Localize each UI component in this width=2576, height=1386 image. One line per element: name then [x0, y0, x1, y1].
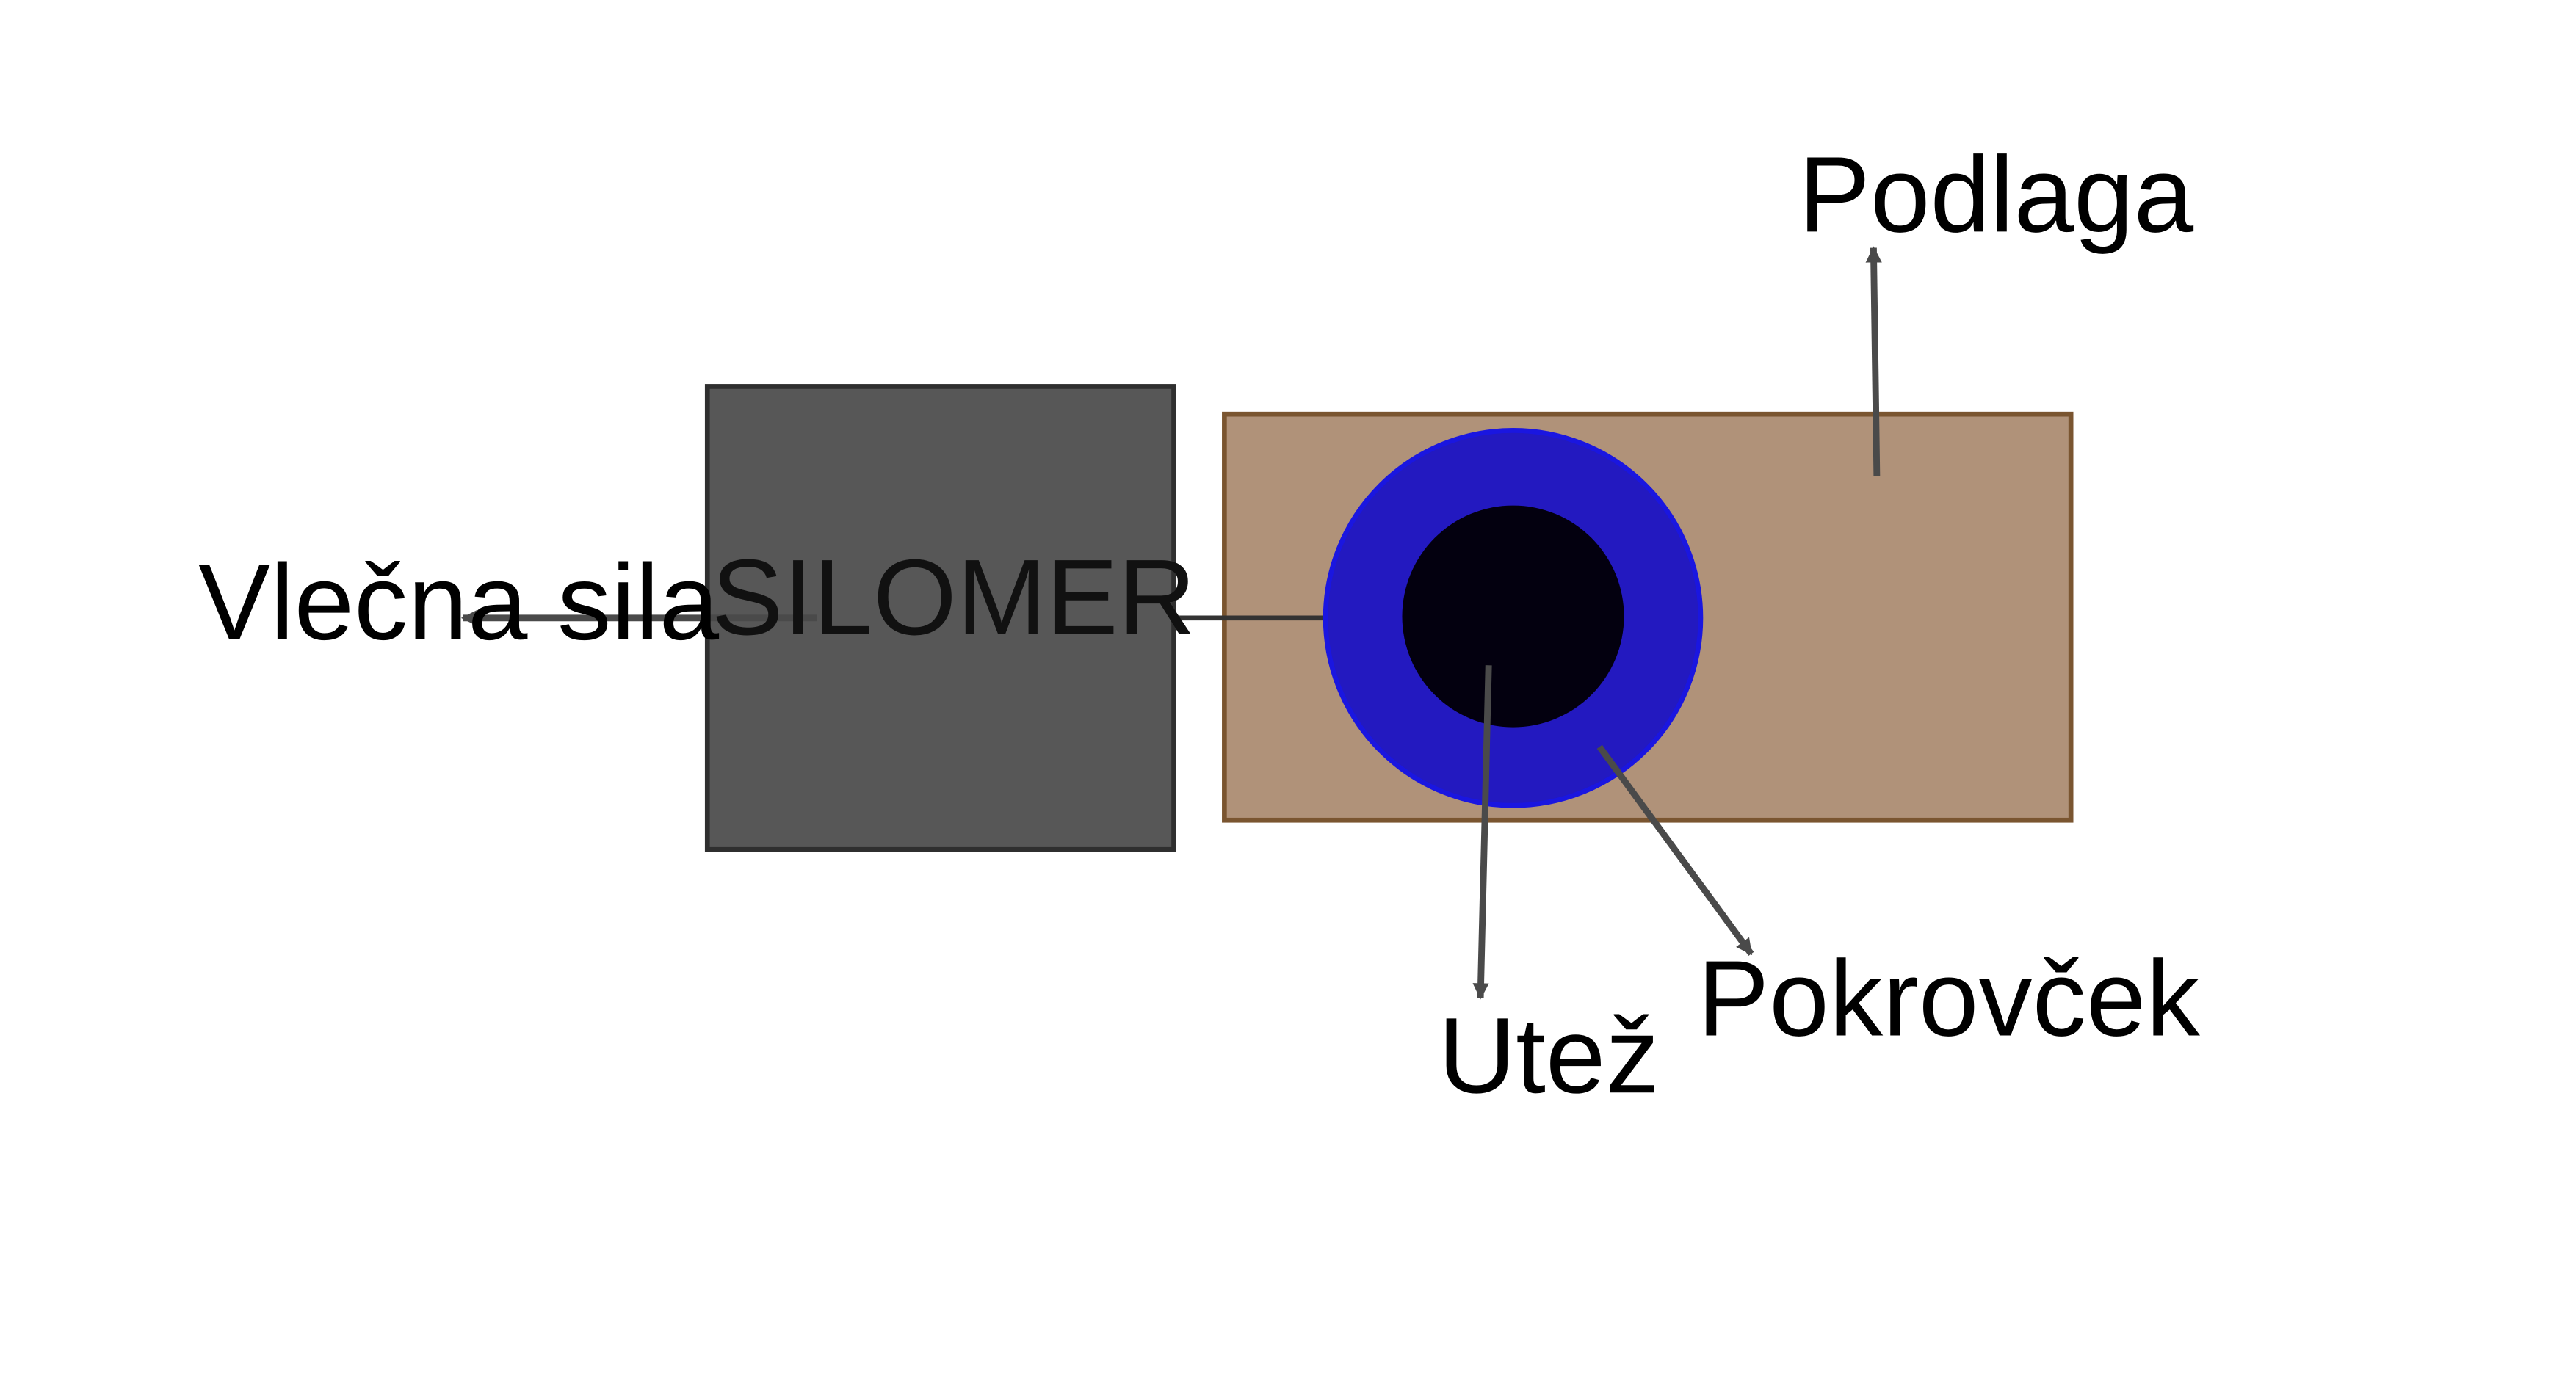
pulling-force-label: Vlečna sila: [198, 543, 719, 663]
force-meter-label: SILOMER: [712, 537, 1196, 658]
cap-pointer-arrow: [1596, 744, 1754, 957]
weight-label: Utež: [1438, 995, 1659, 1116]
weight-pointer-arrow: [1472, 665, 1492, 1000]
base-label: Podlaga: [1798, 134, 2193, 255]
cap-label: Pokrovček: [1698, 938, 2201, 1059]
weight-circle: [1402, 505, 1624, 728]
base-pointer-arrow: [1865, 246, 1882, 476]
